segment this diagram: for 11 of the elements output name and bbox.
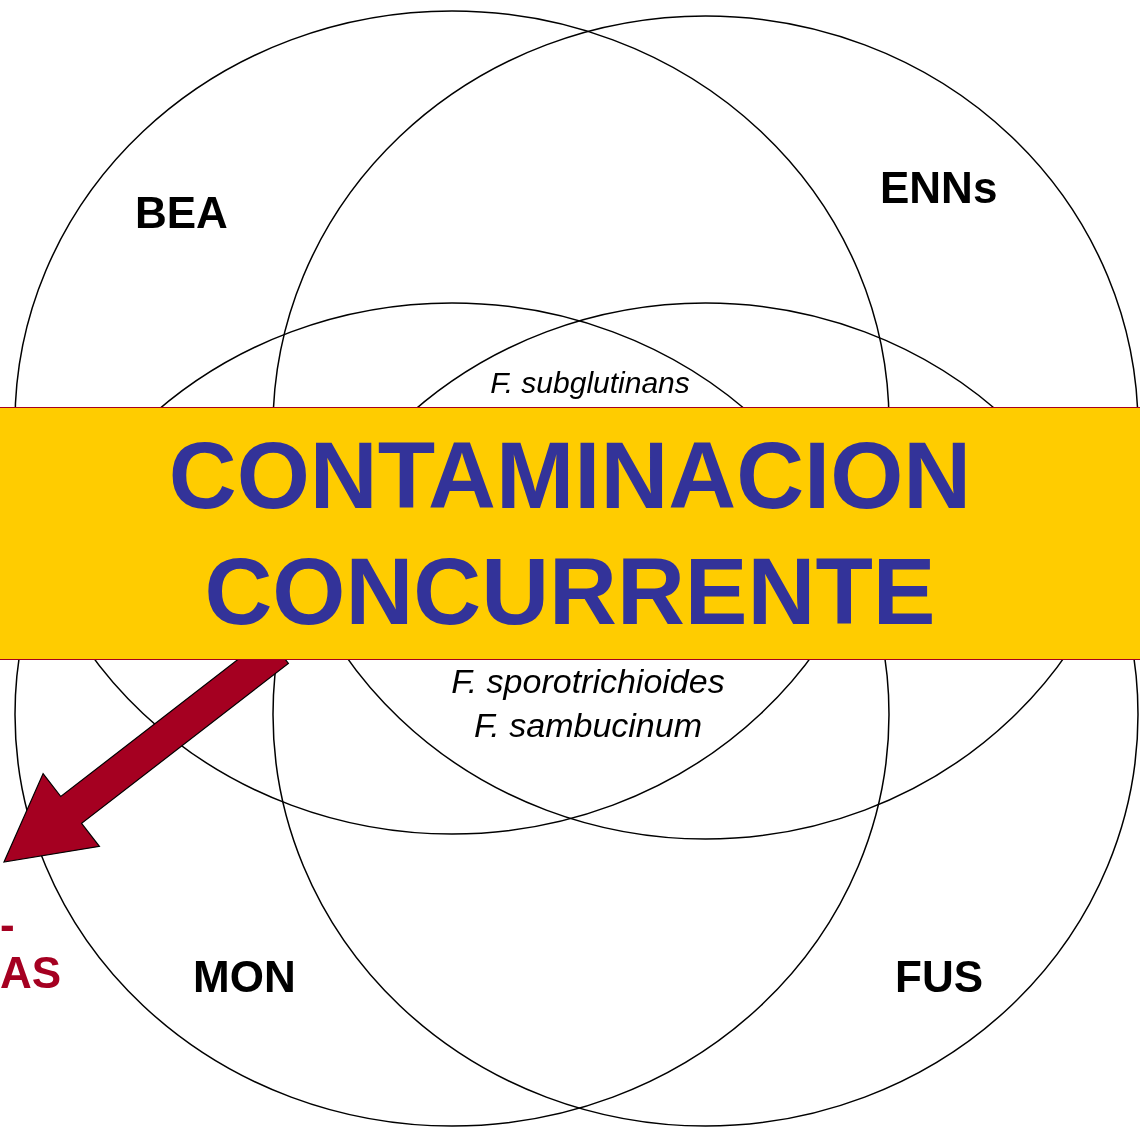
species-name: F. sambucinum: [474, 706, 702, 745]
callout-text: AS: [0, 948, 62, 998]
species-name: F. sporotrichioides: [451, 662, 725, 701]
set-label: ENNs: [880, 163, 998, 213]
title-banner: [0, 407, 1140, 660]
set-label: FUS: [895, 952, 983, 1002]
callout-text: -: [0, 900, 15, 950]
set-label: MON: [193, 952, 296, 1002]
species-name: F. subglutinans: [490, 366, 690, 400]
banner-title: CONTAMINACION CONCURRENTE: [167, 421, 973, 646]
set-label: BEA: [135, 188, 228, 238]
